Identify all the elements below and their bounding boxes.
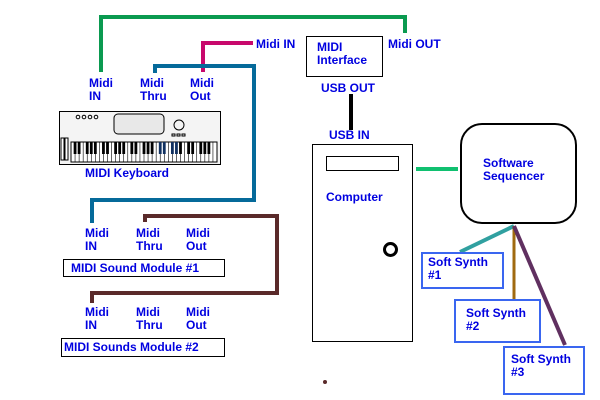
black-key [158,142,162,154]
sound-module-2-label: MIDI Sounds Module #2 [64,340,199,354]
black-key [207,142,211,154]
keyboard-port-in: Midi IN [89,76,113,103]
module1-port-out: Midi Out [186,226,210,253]
black-key [77,142,81,154]
usb-in-label: USB IN [329,128,370,142]
drive-bay [326,156,399,171]
computer-label: Computer [326,190,383,204]
black-key [170,142,174,154]
black-key [114,142,118,154]
cable-keyboard-thru-to-module1-in [90,64,256,223]
black-key [187,142,191,154]
module2-port-thru: Midi Thru [136,305,163,332]
black-key [203,142,207,154]
black-key [146,142,150,154]
sound-module-2-box[interactable]: MIDI Sounds Module #2 [61,338,225,357]
black-key [102,142,105,154]
soft-synth-2-box[interactable]: Soft Synth #2 [454,299,541,343]
midi-interface-label: MIDI Interface [317,40,368,67]
soft-synth-3-box[interactable]: Soft Synth #3 [503,346,585,395]
soft-synth-1-box[interactable]: Soft Synth #1 [421,252,504,289]
module1-port-thru: Midi Thru [136,226,163,253]
sound-module-1-box[interactable]: MIDI Sound Module #1 [63,259,225,277]
module2-port-in: Midi IN [85,305,109,332]
keyboard-port-out: Midi Out [190,76,214,103]
black-key [73,142,77,154]
software-sequencer-label: Software Sequencer [483,156,545,183]
black-key [150,142,154,154]
link-sequencer-synth3 [512,225,567,346]
midi-interface-box[interactable]: MIDI Interface [306,36,383,77]
module2-port-out: Midi Out [186,305,210,332]
black-key [89,142,93,154]
black-key [134,142,138,154]
stray-dot [323,380,327,384]
soft-synth-2-label: Soft Synth #2 [466,306,526,333]
computer-tower[interactable]: Computer [312,144,413,342]
power-button-icon[interactable] [383,242,398,257]
black-key [93,142,97,154]
interface-midi-in-label: Midi IN [256,37,296,51]
black-key [179,142,182,154]
keyboard-icon[interactable] [59,111,221,165]
soft-synth-3-label: Soft Synth #3 [511,352,571,379]
module1-port-in: Midi IN [85,226,109,253]
cable-interface-out-to-keyboard-in [99,15,407,72]
sound-module-1-label: MIDI Sound Module #1 [71,261,199,275]
black-key [142,142,146,154]
keyboard-label: MIDI Keyboard [85,166,170,180]
black-key [162,142,166,154]
black-key [175,142,178,154]
cable-keyboard-out-to-interface-in [201,41,253,72]
black-key [106,142,109,154]
black-key [85,142,89,154]
black-key [191,142,195,154]
keyboard-port-thru: Midi Thru [140,76,167,103]
black-key [122,142,126,154]
usb-out-label: USB OUT [321,81,375,95]
soft-synth-1-label: Soft Synth #1 [428,255,488,282]
interface-midi-out-label: Midi OUT [388,37,441,51]
cable-module1-thru-to-module2-in [90,214,279,303]
black-key [199,142,203,154]
black-key [130,142,134,154]
software-sequencer-box[interactable]: Software Sequencer [460,123,577,224]
black-key [118,142,122,154]
link-sequencer-synth1 [459,224,515,254]
